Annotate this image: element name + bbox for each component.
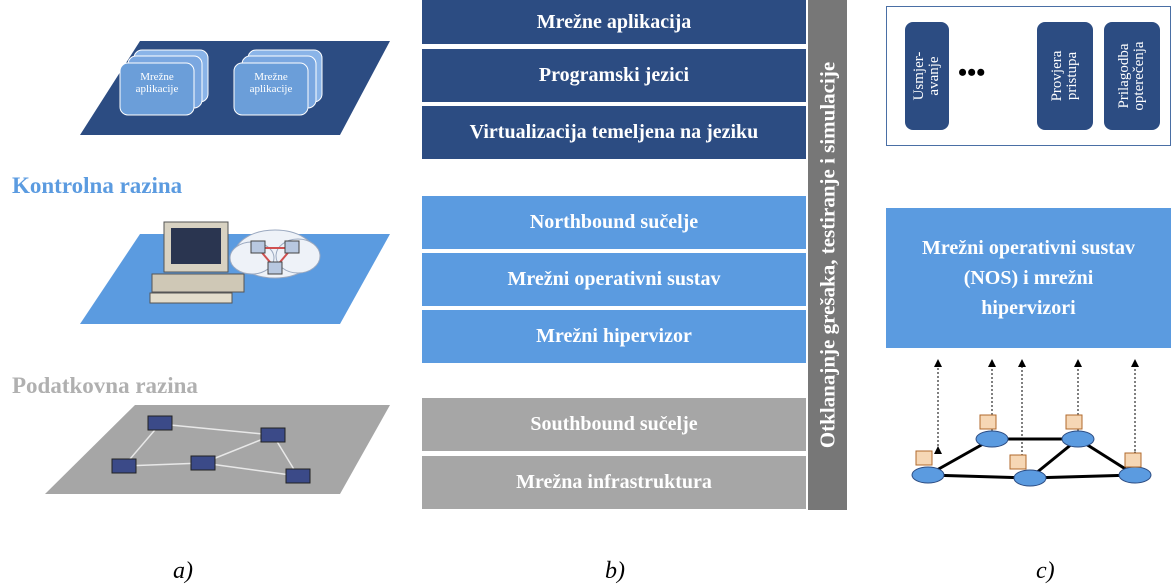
controlled-network <box>911 359 1152 487</box>
application-plane <box>80 41 390 135</box>
caption-c: c) <box>1036 558 1055 584</box>
layer-network-applications: Mrežne aplikacija <box>422 0 806 44</box>
app-routing: Usmjer- avanje <box>905 22 949 130</box>
router-icon <box>911 466 945 484</box>
app-load-balancing: Prilagodba opterečenja <box>1104 22 1160 130</box>
switch-icon <box>260 427 286 443</box>
layer-northbound-interface: Northbound sučelje <box>422 196 806 249</box>
control-plane-title: Kontrolna razina <box>12 173 183 198</box>
ellipsis-icon: ••• <box>958 58 986 87</box>
data-plane-surface <box>45 405 390 494</box>
layer-network-infrastructure: Mrežna infrastruktura <box>422 456 806 509</box>
layer-programming-languages: Programski jezici <box>422 49 806 102</box>
layer-language-virtualization: Virtualizacija temeljena na jeziku <box>422 106 806 159</box>
flow-table-icon <box>979 414 997 430</box>
flow-table-icon <box>1009 454 1027 470</box>
app-label-1: Mrežne aplikacije <box>135 71 179 95</box>
nos-box: Mrežni operativni sustav (NOS) i mrežni … <box>886 208 1171 348</box>
caption-b: b) <box>605 558 625 584</box>
layer-network-os: Mrežni operativni sustav <box>422 253 806 306</box>
app-access-control: Provjera pristupa <box>1037 22 1093 130</box>
app-access-control-label: Provjera pristupa <box>1049 50 1080 102</box>
application-container <box>886 6 1171 146</box>
flow-table-icon <box>1124 452 1142 468</box>
caption-a: a) <box>173 558 193 584</box>
router-icon <box>1061 430 1095 448</box>
app-routing-label: Usmjer- avanje <box>911 51 942 101</box>
side-bar-label: Otklanajnje grešaka, testiranje i simula… <box>815 61 839 449</box>
app-load-balancing-label: Prilagodba opterečenja <box>1116 41 1147 111</box>
app-stack-2 <box>233 49 323 116</box>
router-icon <box>1013 469 1047 487</box>
switch-icon <box>147 415 173 431</box>
side-bar-debugging: Otklanajnje grešaka, testiranje i simula… <box>808 0 847 510</box>
switch-icon <box>285 468 311 484</box>
data-plane-title: Podatkovna razina <box>12 373 198 398</box>
app-stack-1 <box>119 49 209 116</box>
switch-icon <box>190 455 216 471</box>
flow-table-icon <box>1065 414 1083 430</box>
router-icon <box>975 430 1009 448</box>
control-plane <box>80 221 390 324</box>
control-arrows <box>934 359 1139 464</box>
data-plane <box>45 405 390 494</box>
switch-icons <box>111 415 311 484</box>
router-icon <box>1118 466 1152 484</box>
app-label-2: Mrežne aplikacije <box>249 71 293 95</box>
layer-southbound-interface: Southbound sučelje <box>422 398 806 451</box>
computer-icon <box>149 221 245 304</box>
switch-icon <box>111 458 137 474</box>
router-icons <box>911 414 1152 487</box>
layer-network-hypervisor: Mrežni hipervizor <box>422 310 806 363</box>
flow-table-icon <box>915 450 933 466</box>
cloud-network-icon <box>229 229 321 279</box>
